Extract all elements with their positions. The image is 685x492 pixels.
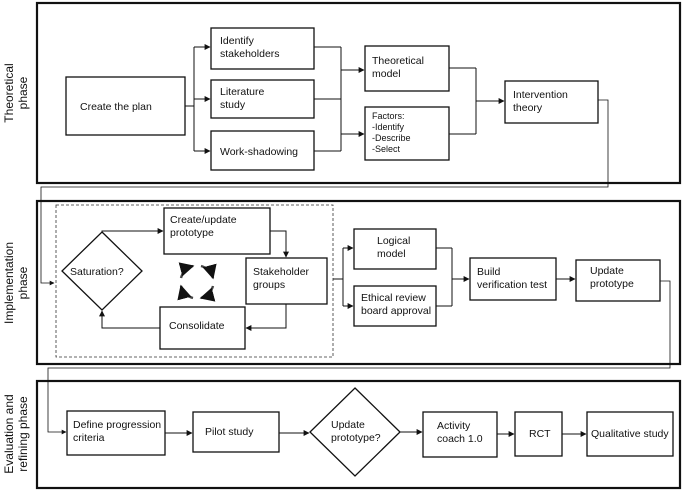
label-line: -Select xyxy=(372,144,401,154)
stakeholder-groups-box xyxy=(245,257,328,305)
label-line: Intervention xyxy=(513,89,568,101)
evaluation-phase-frame xyxy=(35,379,682,490)
create-plan-box xyxy=(65,76,186,136)
label-line: Consolidate xyxy=(169,320,225,332)
label-line: Implementation xyxy=(2,242,16,324)
label-line: Define progression xyxy=(73,419,161,431)
label-line: theory xyxy=(513,102,543,114)
label-line: Create the plan xyxy=(80,101,152,113)
qualitative-study-box xyxy=(586,411,674,457)
label-line: prototype? xyxy=(331,432,381,444)
factors-label: Factors:-Identify-Describe-Select xyxy=(372,111,411,154)
label-line: Evaluation and xyxy=(2,394,16,473)
label-line: Update xyxy=(590,265,624,277)
pilot-study-box xyxy=(192,411,280,453)
update-prototype-decision xyxy=(309,387,401,477)
label-line: Literature xyxy=(220,86,265,98)
evaluation-phase-label: Evaluation andrefining phase xyxy=(2,394,30,473)
label-line: groups xyxy=(253,279,285,291)
cycle-icon xyxy=(177,262,217,302)
label-line: Activity xyxy=(437,420,471,432)
activity-coach-box xyxy=(422,411,498,458)
rct-label: RCT xyxy=(529,428,551,440)
label-line: stakeholders xyxy=(220,48,280,60)
literature-study-box xyxy=(210,79,315,119)
define-progression-box xyxy=(66,410,166,456)
label-line: criteria xyxy=(73,432,105,444)
label-line: Theoretical xyxy=(2,63,16,122)
label-line: Saturation? xyxy=(70,266,124,278)
logical-model-box xyxy=(353,228,437,270)
label-line: prototype xyxy=(170,227,214,239)
label-line: coach 1.0 xyxy=(437,433,483,445)
qualitative-study-label: Qualitative study xyxy=(591,428,669,440)
label-line: board approval xyxy=(361,305,431,317)
factors-box xyxy=(364,106,450,161)
consolidate-label: Consolidate xyxy=(169,320,225,332)
theoretical-phase-label: Theoreticalphase xyxy=(2,63,30,122)
label-line: Build xyxy=(477,266,501,278)
label-line: verification test xyxy=(477,279,547,291)
label-line: prototype xyxy=(590,278,634,290)
implementation-phase-frame xyxy=(35,199,682,366)
label-line: model xyxy=(372,68,401,80)
work-shadowing-label: Work-shadowing xyxy=(220,146,298,158)
label-line: Work-shadowing xyxy=(220,146,298,158)
iteration-loop-frame xyxy=(55,204,334,358)
rct-box xyxy=(514,411,563,457)
create-plan-label: Create the plan xyxy=(80,101,152,113)
label-line: Ethical review xyxy=(361,292,426,304)
work-shadowing-box xyxy=(210,130,315,171)
label-line: refining phase xyxy=(16,396,30,472)
label-line: Factors: xyxy=(372,111,405,121)
saturation-decision xyxy=(61,231,143,311)
identify-stakeholders-box xyxy=(210,27,315,70)
label-line: Logical xyxy=(377,235,410,247)
label-line: Create/update xyxy=(170,214,237,226)
label-line: phase xyxy=(16,266,30,299)
theoretical-phase-frame xyxy=(35,1,682,185)
label-line: RCT xyxy=(529,428,551,440)
label-line: study xyxy=(220,99,246,111)
update-prototype-box xyxy=(575,259,661,302)
label-line: phase xyxy=(16,76,30,109)
label-line: Update xyxy=(331,419,365,431)
saturation-label: Saturation? xyxy=(70,266,124,278)
label-line: -Describe xyxy=(372,133,411,143)
label-line: -Identify xyxy=(372,122,405,132)
label-line: Pilot study xyxy=(205,426,254,438)
label-line: Identify xyxy=(220,35,255,47)
create-update-prototype-box xyxy=(163,207,271,255)
intervention-theory-box xyxy=(504,80,599,124)
label-line: Theoretical xyxy=(372,55,424,67)
pilot-study-label: Pilot study xyxy=(205,426,254,438)
ethical-review-box xyxy=(353,285,437,327)
implementation-phase-label: Implementationphase xyxy=(2,242,30,324)
build-verification-box xyxy=(469,257,557,301)
label-line: Qualitative study xyxy=(591,428,669,440)
label-line: model xyxy=(377,248,406,260)
label-line: Stakeholder xyxy=(253,266,310,278)
